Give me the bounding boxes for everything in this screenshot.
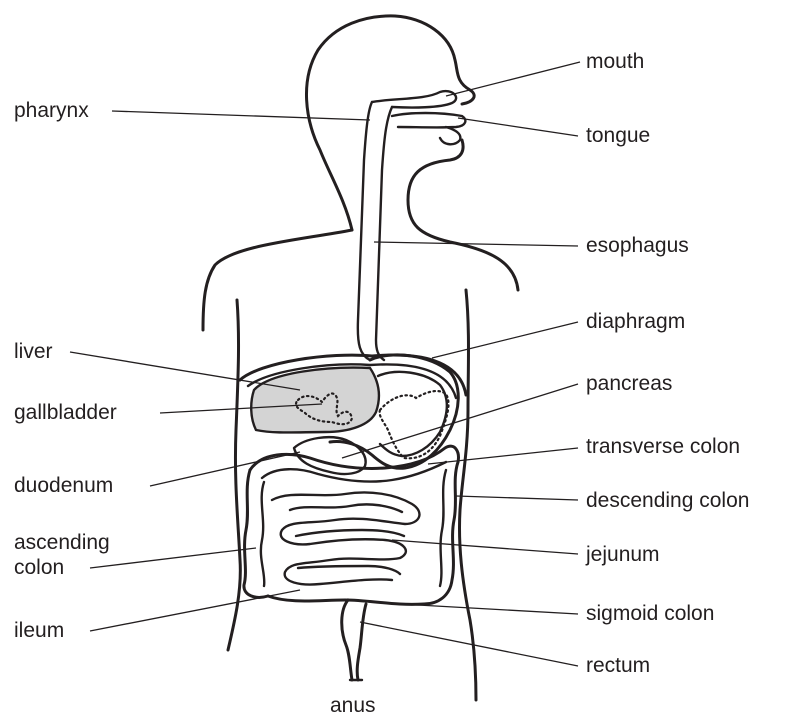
label-ileum: ileum bbox=[14, 619, 64, 643]
label-tongue: tongue bbox=[586, 124, 650, 148]
leader-transverse-colon bbox=[428, 448, 578, 464]
leader-diaphragm bbox=[432, 322, 578, 358]
lower-lip-shape bbox=[440, 127, 460, 144]
rectum-shape bbox=[342, 600, 366, 680]
torso-right-outline bbox=[459, 290, 476, 700]
leader-esophagus bbox=[374, 242, 578, 246]
label-mouth: mouth bbox=[586, 50, 644, 74]
descending-colon-inner bbox=[440, 470, 446, 586]
label-pharynx: pharynx bbox=[14, 99, 89, 123]
label-ascending-colon-line1: ascending bbox=[14, 531, 110, 555]
leader-duodenum bbox=[150, 452, 300, 486]
label-jejunum: jejunum bbox=[586, 543, 660, 567]
leader-descending-colon bbox=[456, 496, 578, 500]
transverse-colon-shape bbox=[250, 446, 458, 470]
leader-jejunum bbox=[392, 540, 578, 554]
ascending-colon-inner bbox=[261, 482, 264, 586]
leader-rectum bbox=[360, 622, 578, 666]
label-anus: anus bbox=[330, 694, 376, 718]
label-transverse-colon: transverse colon bbox=[586, 435, 740, 459]
upper-lip-shape bbox=[372, 91, 456, 107]
esophagus-tube-left bbox=[358, 102, 372, 360]
label-ascending-colon-line2: colon bbox=[14, 556, 64, 580]
liver-shape bbox=[251, 368, 379, 433]
torso-left-outline bbox=[228, 300, 240, 650]
label-rectum: rectum bbox=[586, 654, 650, 678]
label-duodenum: duodenum bbox=[14, 474, 113, 498]
neck-right-outline bbox=[408, 140, 518, 290]
leader-tongue bbox=[458, 118, 578, 136]
body-outline-left bbox=[306, 16, 474, 230]
label-diaphragm: diaphragm bbox=[586, 310, 685, 334]
tongue-shape bbox=[392, 113, 465, 127]
label-gallbladder: gallbladder bbox=[14, 401, 117, 425]
leader-sigmoid-colon bbox=[400, 604, 578, 614]
leader-ascending-colon bbox=[90, 548, 256, 568]
label-pancreas: pancreas bbox=[586, 372, 672, 396]
esophagus-tube-right bbox=[376, 107, 392, 360]
label-sigmoid-colon: sigmoid colon bbox=[586, 602, 714, 626]
leader-lines bbox=[70, 62, 580, 666]
label-descending-colon: descending colon bbox=[586, 489, 749, 513]
label-liver: liver bbox=[14, 340, 53, 364]
leader-pharynx bbox=[112, 111, 370, 120]
leader-mouth bbox=[446, 62, 580, 96]
neck-left-outline bbox=[203, 230, 352, 330]
leader-liver bbox=[70, 352, 300, 390]
label-esophagus: esophagus bbox=[586, 234, 689, 258]
leader-ileum bbox=[90, 590, 300, 631]
